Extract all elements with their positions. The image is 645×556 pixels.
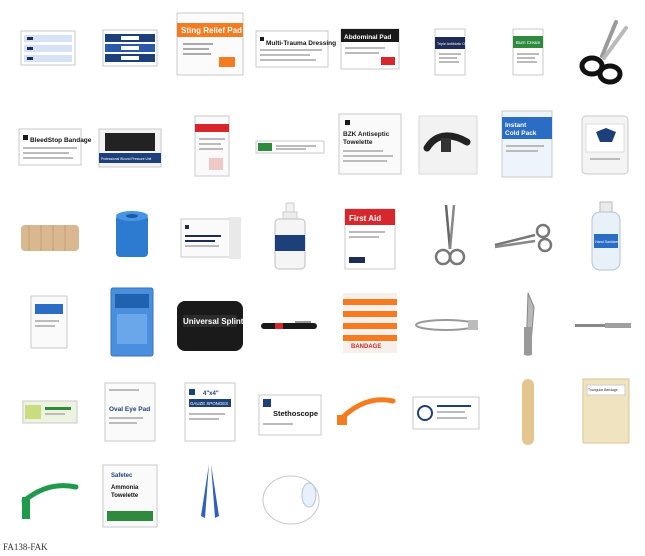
splint-label: Universal Splint (183, 317, 244, 326)
gauze-label-1: 4"x4" (203, 391, 219, 397)
hand-sanitizer: Hand Sanitizer (566, 196, 645, 276)
pressure-unit-label: Professional Wound Pressure Unit (101, 157, 151, 161)
multi-trauma-dressing: Multi-Trauma Dressing (252, 8, 336, 88)
tongue-depressor (488, 372, 568, 452)
triangular-label: Triangular Bandage (588, 388, 618, 392)
gauze-sponges: 4"x4" GAUZE SPONGES (170, 372, 250, 452)
forceps (484, 196, 564, 276)
oral-airway-green (10, 456, 90, 536)
multi-trauma-label: Multi-Trauma Dressing (266, 40, 336, 47)
bzk-label-2: Towelette (343, 139, 373, 146)
stethoscope: Stethoscope (250, 374, 330, 454)
blue-pack (92, 282, 172, 362)
stethoscope-label: Stethoscope (273, 409, 318, 418)
instant-cold-pack: Instant Cold Pack (487, 104, 567, 184)
scalpel-handle (564, 284, 644, 364)
scalpel (488, 284, 568, 364)
sting-relief-pad: Sting Relief Pad (170, 4, 250, 84)
eye-wash (250, 196, 330, 276)
ammonia-label-2: Towelette (111, 493, 139, 499)
hemostat (410, 196, 490, 276)
blue-cohesive-wrap (92, 196, 172, 276)
elastic-bandage (10, 198, 90, 278)
tape-roll (250, 460, 330, 540)
trauma-shears (565, 12, 645, 92)
first-aid-label: First Aid (349, 214, 381, 223)
burn-cream: Burn Cream (488, 12, 568, 92)
bandage-strips-1 (8, 8, 88, 88)
cpr-mask (10, 282, 90, 362)
penlight (250, 284, 330, 364)
triangular-bandage: Triangular Bandage (566, 372, 645, 452)
bleedstop-label: BleedStop Bandage (30, 137, 92, 144)
wound-pressure-unit: Professional Wound Pressure Unit (90, 106, 170, 186)
burn-dressing (172, 106, 252, 186)
bandage-brand-label: BANDAGE (351, 344, 381, 350)
ammonia-towelette: Safetec Ammonia Towelette (90, 456, 170, 536)
gauze-label-2: GAUZE SPONGES (190, 401, 228, 406)
pressure-bandage (170, 198, 250, 278)
sutures (406, 372, 486, 452)
bandage-strips-2 (90, 8, 170, 88)
sterile-strip (10, 372, 90, 452)
cold-pack-label-1: Instant (505, 122, 527, 129)
abdominal-pad: Abdominal Pad (330, 8, 410, 88)
abdominal-pad-label: Abdominal Pad (344, 34, 391, 41)
butterfly-closures (250, 106, 330, 186)
tweezers (170, 456, 250, 536)
gauze-bag (565, 104, 645, 184)
cold-pack-label-2: Cold Pack (505, 130, 537, 137)
first-aid-guide: First Aid (330, 198, 410, 278)
universal-splint: Universal Splint (170, 284, 250, 364)
bzk-label-1: BZK Antiseptic (343, 131, 390, 138)
triple-antibiotic-label: Triple Antibiotic Ointment (437, 42, 477, 46)
oral-airway-orange (330, 372, 410, 452)
bleedstop-bandage: BleedStop Bandage (10, 106, 92, 186)
ammonia-label-1: Ammonia (111, 485, 139, 491)
safety-pin (408, 284, 488, 364)
triple-antibiotic-ointment: Triple Antibiotic Ointment (410, 12, 490, 92)
burn-cream-label: Burn Cream (516, 40, 541, 45)
fabric-bandages: BANDAGE (330, 284, 410, 364)
sanitizer-label: Hand Sanitizer (595, 240, 619, 244)
sting-relief-label: Sting Relief Pad (181, 26, 242, 35)
oval-eye-pad: Oval Eye Pad (90, 372, 170, 452)
product-code: FA138-FAK (3, 542, 48, 552)
eye-pad-label: Oval Eye Pad (109, 406, 150, 413)
safetec-label: Safetec (111, 473, 133, 479)
tourniquet (408, 104, 488, 184)
bzk-towelette: BZK Antiseptic Towelette (330, 104, 410, 184)
